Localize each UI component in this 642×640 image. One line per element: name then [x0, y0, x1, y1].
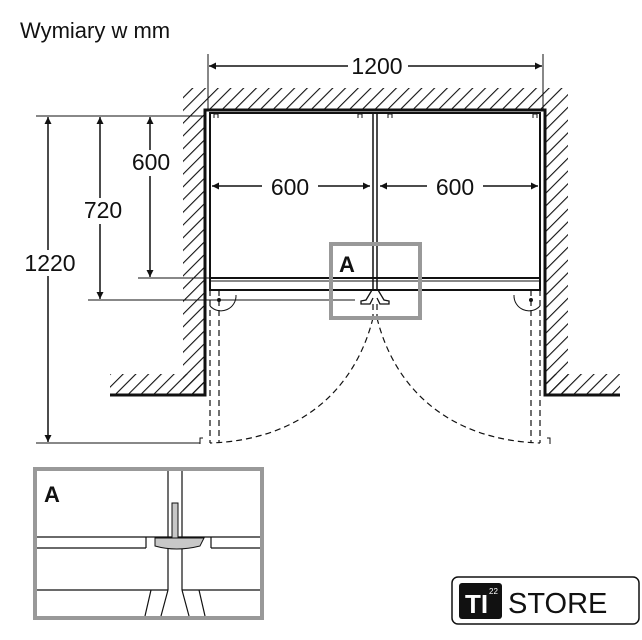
logo-word: STORE — [508, 588, 607, 620]
dim-total-width: 1200 — [351, 53, 402, 79]
ti-store-logo: TI 22 STORE — [451, 576, 640, 625]
extension-lines — [36, 54, 544, 444]
detail-a-label: A — [339, 252, 355, 277]
dim-depth-with-doors: 720 — [84, 197, 122, 223]
wall-niche — [110, 88, 620, 397]
fridge-body — [209, 112, 541, 312]
logo-superscript: 22 — [489, 587, 498, 596]
logo-brand: TI — [465, 589, 488, 619]
diagram-title: Wymiary w mm — [20, 18, 170, 43]
detail-inset: A — [33, 467, 264, 620]
door-swing — [209, 290, 541, 444]
dim-depth-doors-open: 1220 — [24, 250, 75, 276]
dim-left-width: 600 — [271, 174, 309, 200]
detail-inset-label: A — [44, 482, 60, 507]
detail-a-frame — [329, 242, 422, 320]
dim-depth-body: 600 — [132, 149, 170, 175]
dim-right-width: 600 — [436, 174, 474, 200]
